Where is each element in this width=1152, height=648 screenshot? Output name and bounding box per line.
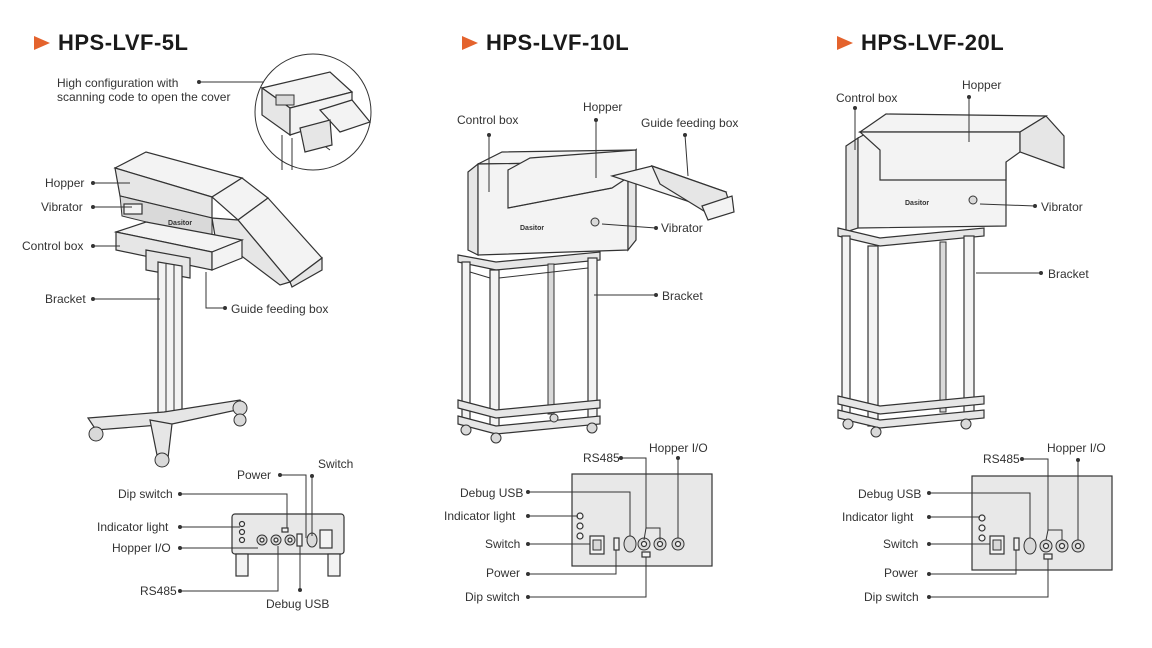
label-hopper-5l: Hopper	[45, 176, 85, 190]
machine-5l: Dasitor	[86, 53, 372, 577]
zoom-detail-drawing	[260, 71, 372, 170]
label-high-config-2: scanning code to open the cover	[57, 90, 231, 104]
label-vibrator-5l: Vibrator	[41, 200, 83, 214]
label-dip-switch-10l: Dip switch	[465, 590, 520, 604]
label-dip-switch-20l: Dip switch	[864, 590, 919, 604]
machine-20l: Dasitor	[837, 113, 1113, 571]
label-bracket-20l: Bracket	[1048, 267, 1089, 281]
brand-logo-10l: Dasitor	[520, 225, 544, 232]
label-vibrator-10l: Vibrator	[661, 221, 703, 235]
label-hopper-io-20l: Hopper I/O	[1047, 441, 1106, 455]
label-indicator-light-20l: Indicator light	[842, 510, 914, 524]
label-guide-feeding-box-5l: Guide feeding box	[231, 302, 329, 316]
label-indicator-light-10l: Indicator light	[444, 509, 516, 523]
label-high-config: High configuration with	[57, 76, 179, 90]
label-control-box-10l: Control box	[457, 113, 519, 127]
label-switch-5l: Switch	[318, 457, 354, 471]
title-5l: HPS-LVF-5L	[34, 30, 188, 56]
label-switch-20l: Switch	[883, 537, 919, 551]
label-guide-feeding-box-10l: Guide feeding box	[641, 116, 739, 130]
label-hopper-20l: Hopper	[962, 78, 1002, 92]
label-power-10l: Power	[486, 566, 521, 580]
label-control-box-5l: Control box	[22, 239, 84, 253]
title-arrow-icon	[34, 36, 50, 50]
label-control-box-20l: Control box	[836, 91, 898, 105]
label-power-20l: Power	[884, 566, 919, 580]
leader-lines	[91, 80, 1080, 599]
title-20l: HPS-LVF-20L	[837, 30, 1004, 56]
label-switch-10l: Switch	[485, 537, 521, 551]
title-10l: HPS-LVF-10L	[462, 30, 629, 56]
label-rs485-10l: RS485	[583, 451, 620, 465]
model-name-20l: HPS-LVF-20L	[861, 30, 1005, 55]
label-hopper-10l: Hopper	[583, 100, 623, 114]
label-bracket-10l: Bracket	[662, 289, 703, 303]
brand-logo-20l: Dasitor	[905, 200, 929, 207]
label-debug-usb-5l: Debug USB	[266, 597, 330, 611]
label-rs485-20l: RS485	[983, 452, 1020, 466]
machine-10l: Dasitor	[457, 148, 735, 567]
label-debug-usb-20l: Debug USB	[858, 487, 922, 501]
label-rs485-5l: RS485	[140, 584, 177, 598]
model-name-10l: HPS-LVF-10L	[486, 30, 630, 55]
brand-logo-5l: Dasitor	[168, 220, 192, 227]
label-hopper-io-10l: Hopper I/O	[649, 441, 708, 455]
label-vibrator-20l: Vibrator	[1041, 200, 1083, 214]
model-name-5l: HPS-LVF-5L	[58, 30, 189, 55]
label-power-5l: Power	[237, 468, 272, 482]
label-dip-switch-5l: Dip switch	[118, 487, 173, 501]
title-arrow-icon	[837, 36, 853, 50]
label-debug-usb-10l: Debug USB	[460, 486, 524, 500]
label-hopper-io-5l: Hopper I/O	[112, 541, 171, 555]
label-indicator-light-5l: Indicator light	[97, 520, 169, 534]
title-arrow-icon	[462, 36, 478, 50]
label-bracket-5l: Bracket	[45, 292, 86, 306]
zoom-detail-circle	[254, 53, 372, 171]
